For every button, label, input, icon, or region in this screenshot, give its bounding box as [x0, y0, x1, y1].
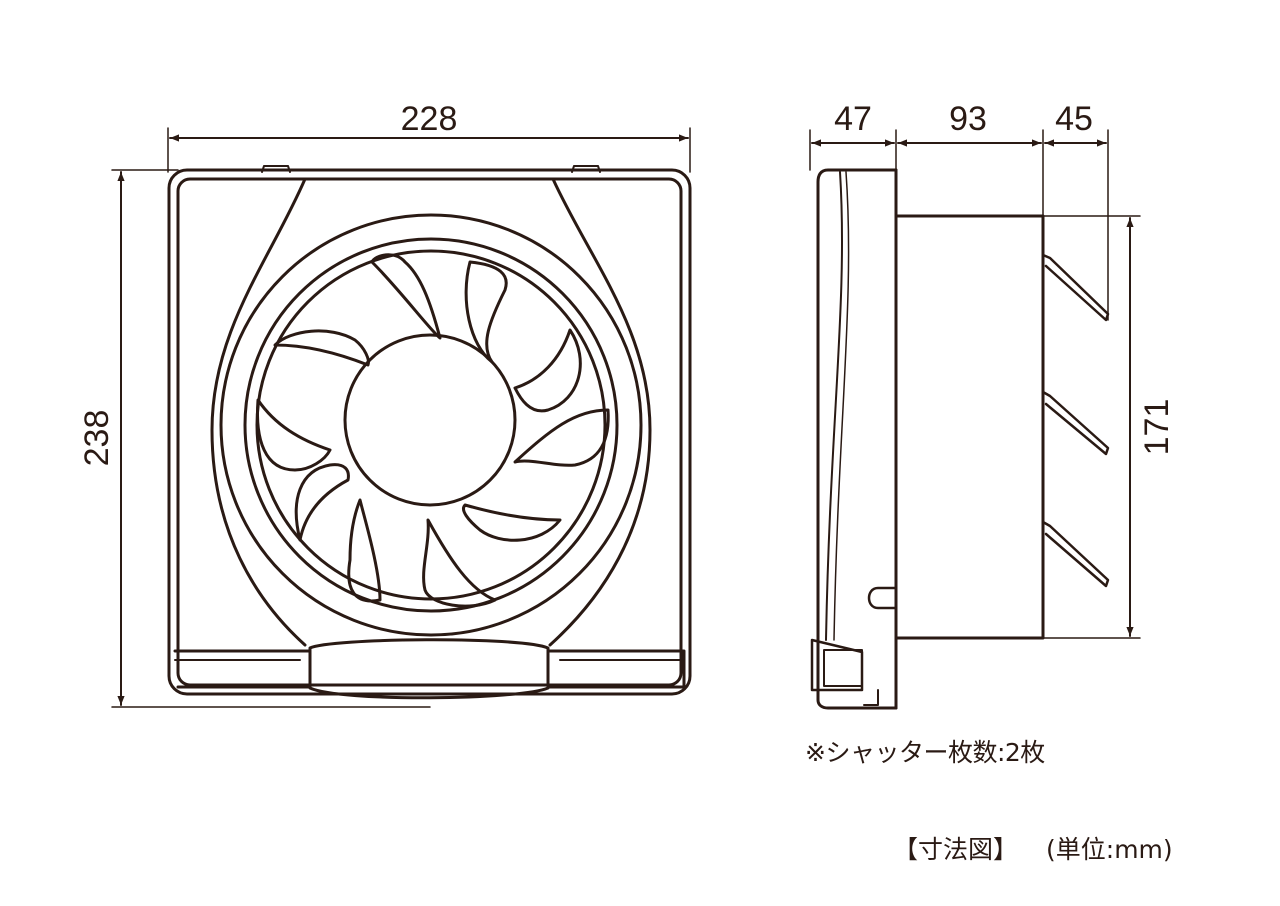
front-view: [111, 127, 692, 708]
caption-unit: (単位:mm): [1046, 835, 1173, 864]
width-label: 228: [401, 100, 458, 138]
height-label: 238: [78, 410, 116, 467]
shutter-2: [1041, 390, 1110, 456]
side-view: [809, 129, 1141, 710]
side-body: [894, 214, 1045, 640]
pull-handle: [308, 638, 550, 700]
shutter-1: [1041, 253, 1110, 322]
depth-shutter-label: 45: [1055, 100, 1093, 138]
fan-ring-outer: [219, 213, 643, 637]
fan-ring-middle: [243, 237, 619, 613]
front-frame-outer: [167, 168, 692, 696]
side-front-panel: [816, 168, 898, 710]
front-frame-inner: [176, 177, 683, 687]
shutter-3: [1041, 520, 1110, 588]
fan-ring-inner: [255, 249, 607, 601]
drawing-caption: 【寸法図】 (単位:mm): [893, 830, 1173, 866]
fan-blades: [256, 253, 610, 608]
depth-body-label: 93: [949, 100, 987, 138]
depth-front-label: 47: [834, 100, 872, 138]
fan-hub: [343, 333, 517, 507]
shutter-count-note: ※シャッター枚数:2枚: [805, 738, 1045, 767]
shutter-height-label: 171: [1138, 399, 1176, 456]
caption-title: 【寸法図】: [893, 835, 1019, 864]
